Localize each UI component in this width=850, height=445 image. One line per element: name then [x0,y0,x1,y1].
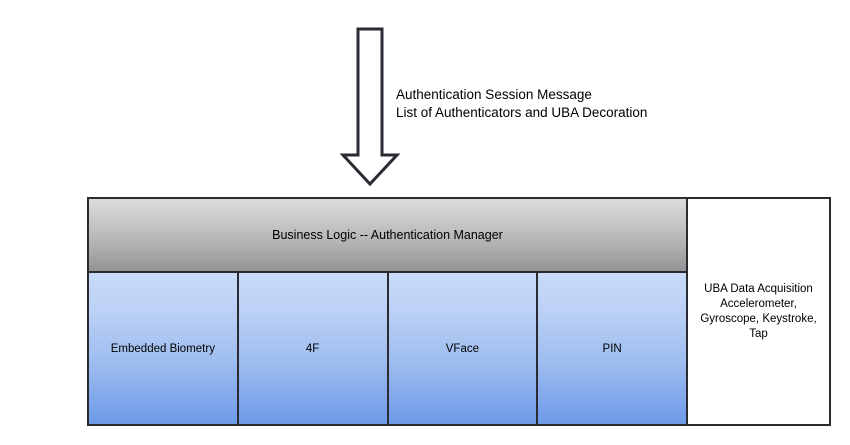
uba-line-1: UBA Data Acquisition [704,282,813,295]
uba-line-4: Tap [749,327,768,340]
uba-line-3: Gyroscope, Keystroke, [700,312,817,325]
authenticator-cell-pin: PIN [538,273,686,424]
uba-line-2: Accelerometer, [720,297,797,310]
downward-arrow [340,26,400,188]
uba-panel-text: UBA Data Acquisition Accelerometer, Gyro… [694,282,822,342]
arrow-polygon [340,27,400,187]
authenticator-cell-4f: 4F [238,273,389,424]
business-logic-bar: Business Logic -- Authentication Manager [89,199,686,273]
authenticator-row: Embedded Biometry 4F VFace PIN [89,273,686,424]
authentication-stack-column: Business Logic -- Authentication Manager… [89,199,688,424]
authenticator-label: 4F [305,342,320,355]
downward-arrow-shape [340,27,400,187]
authenticator-cell-vface: VFace [388,273,539,424]
authenticator-cell-embedded-biometry: Embedded Biometry [89,273,239,424]
annotation-line-1: Authentication Session Message [396,87,592,102]
system-container: Business Logic -- Authentication Manager… [87,197,831,426]
authenticator-label: PIN [602,342,622,355]
business-logic-label: Business Logic -- Authentication Manager [272,228,503,242]
authenticator-label: Embedded Biometry [110,342,215,355]
uba-data-acquisition-panel: UBA Data Acquisition Accelerometer, Gyro… [688,199,829,424]
arrow-annotation: Authentication Session Message List of A… [396,86,647,122]
authenticator-label: VFace [445,342,479,355]
annotation-line-2: List of Authenticators and UBA Decoratio… [396,105,648,120]
